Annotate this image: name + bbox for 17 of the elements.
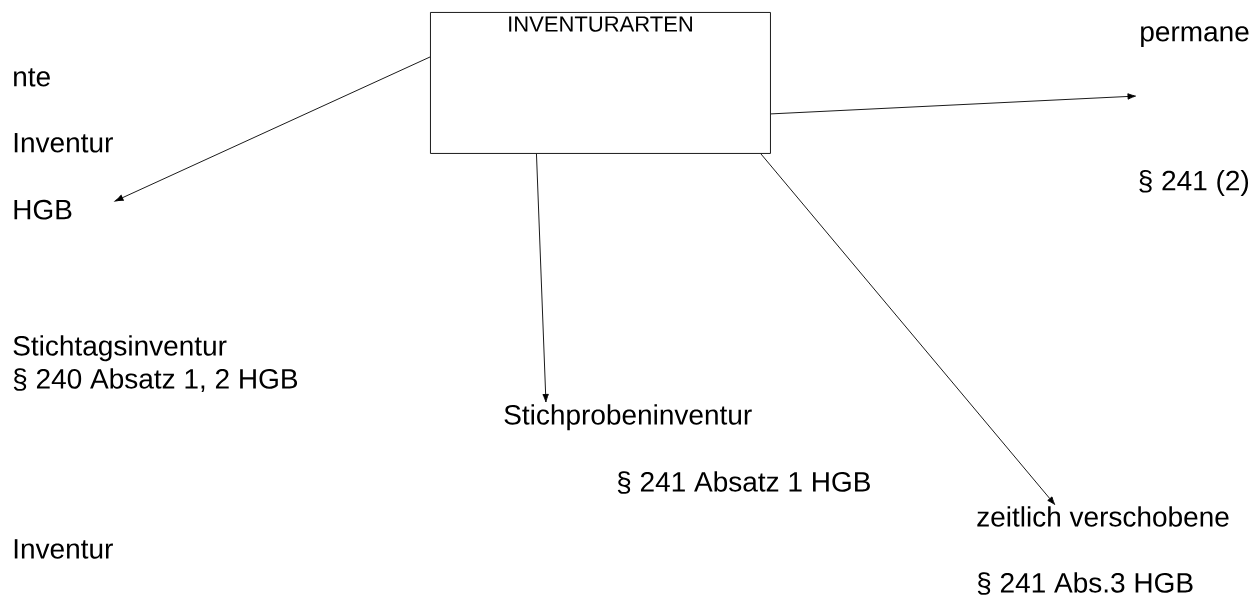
arrow <box>536 153 549 403</box>
node-text: Stichprobeninventur <box>504 404 752 431</box>
node-text: § 241 Abs.3 HGB <box>977 572 1193 595</box>
node-text: § 241 (2) <box>1139 170 1249 197</box>
text-label: § 240 Absatz 1, 2 HGB <box>13 368 298 393</box>
node-text: Inventur <box>14 133 113 153</box>
title-box: INVENTURARTEN <box>430 12 771 154</box>
node-text: permane <box>1141 26 1249 48</box>
node-text: HGB <box>14 199 72 220</box>
arrow <box>760 153 1056 505</box>
node-text: nte <box>14 68 50 87</box>
node-text: zeitlich verschobene <box>977 506 1229 527</box>
node-text: § 241 Absatz 1 HGB <box>617 471 870 494</box>
text-label: Inventur <box>14 539 113 559</box>
arrow <box>770 93 1136 115</box>
arrow <box>114 56 431 202</box>
text-label: Stichtagsinventur <box>13 335 227 362</box>
